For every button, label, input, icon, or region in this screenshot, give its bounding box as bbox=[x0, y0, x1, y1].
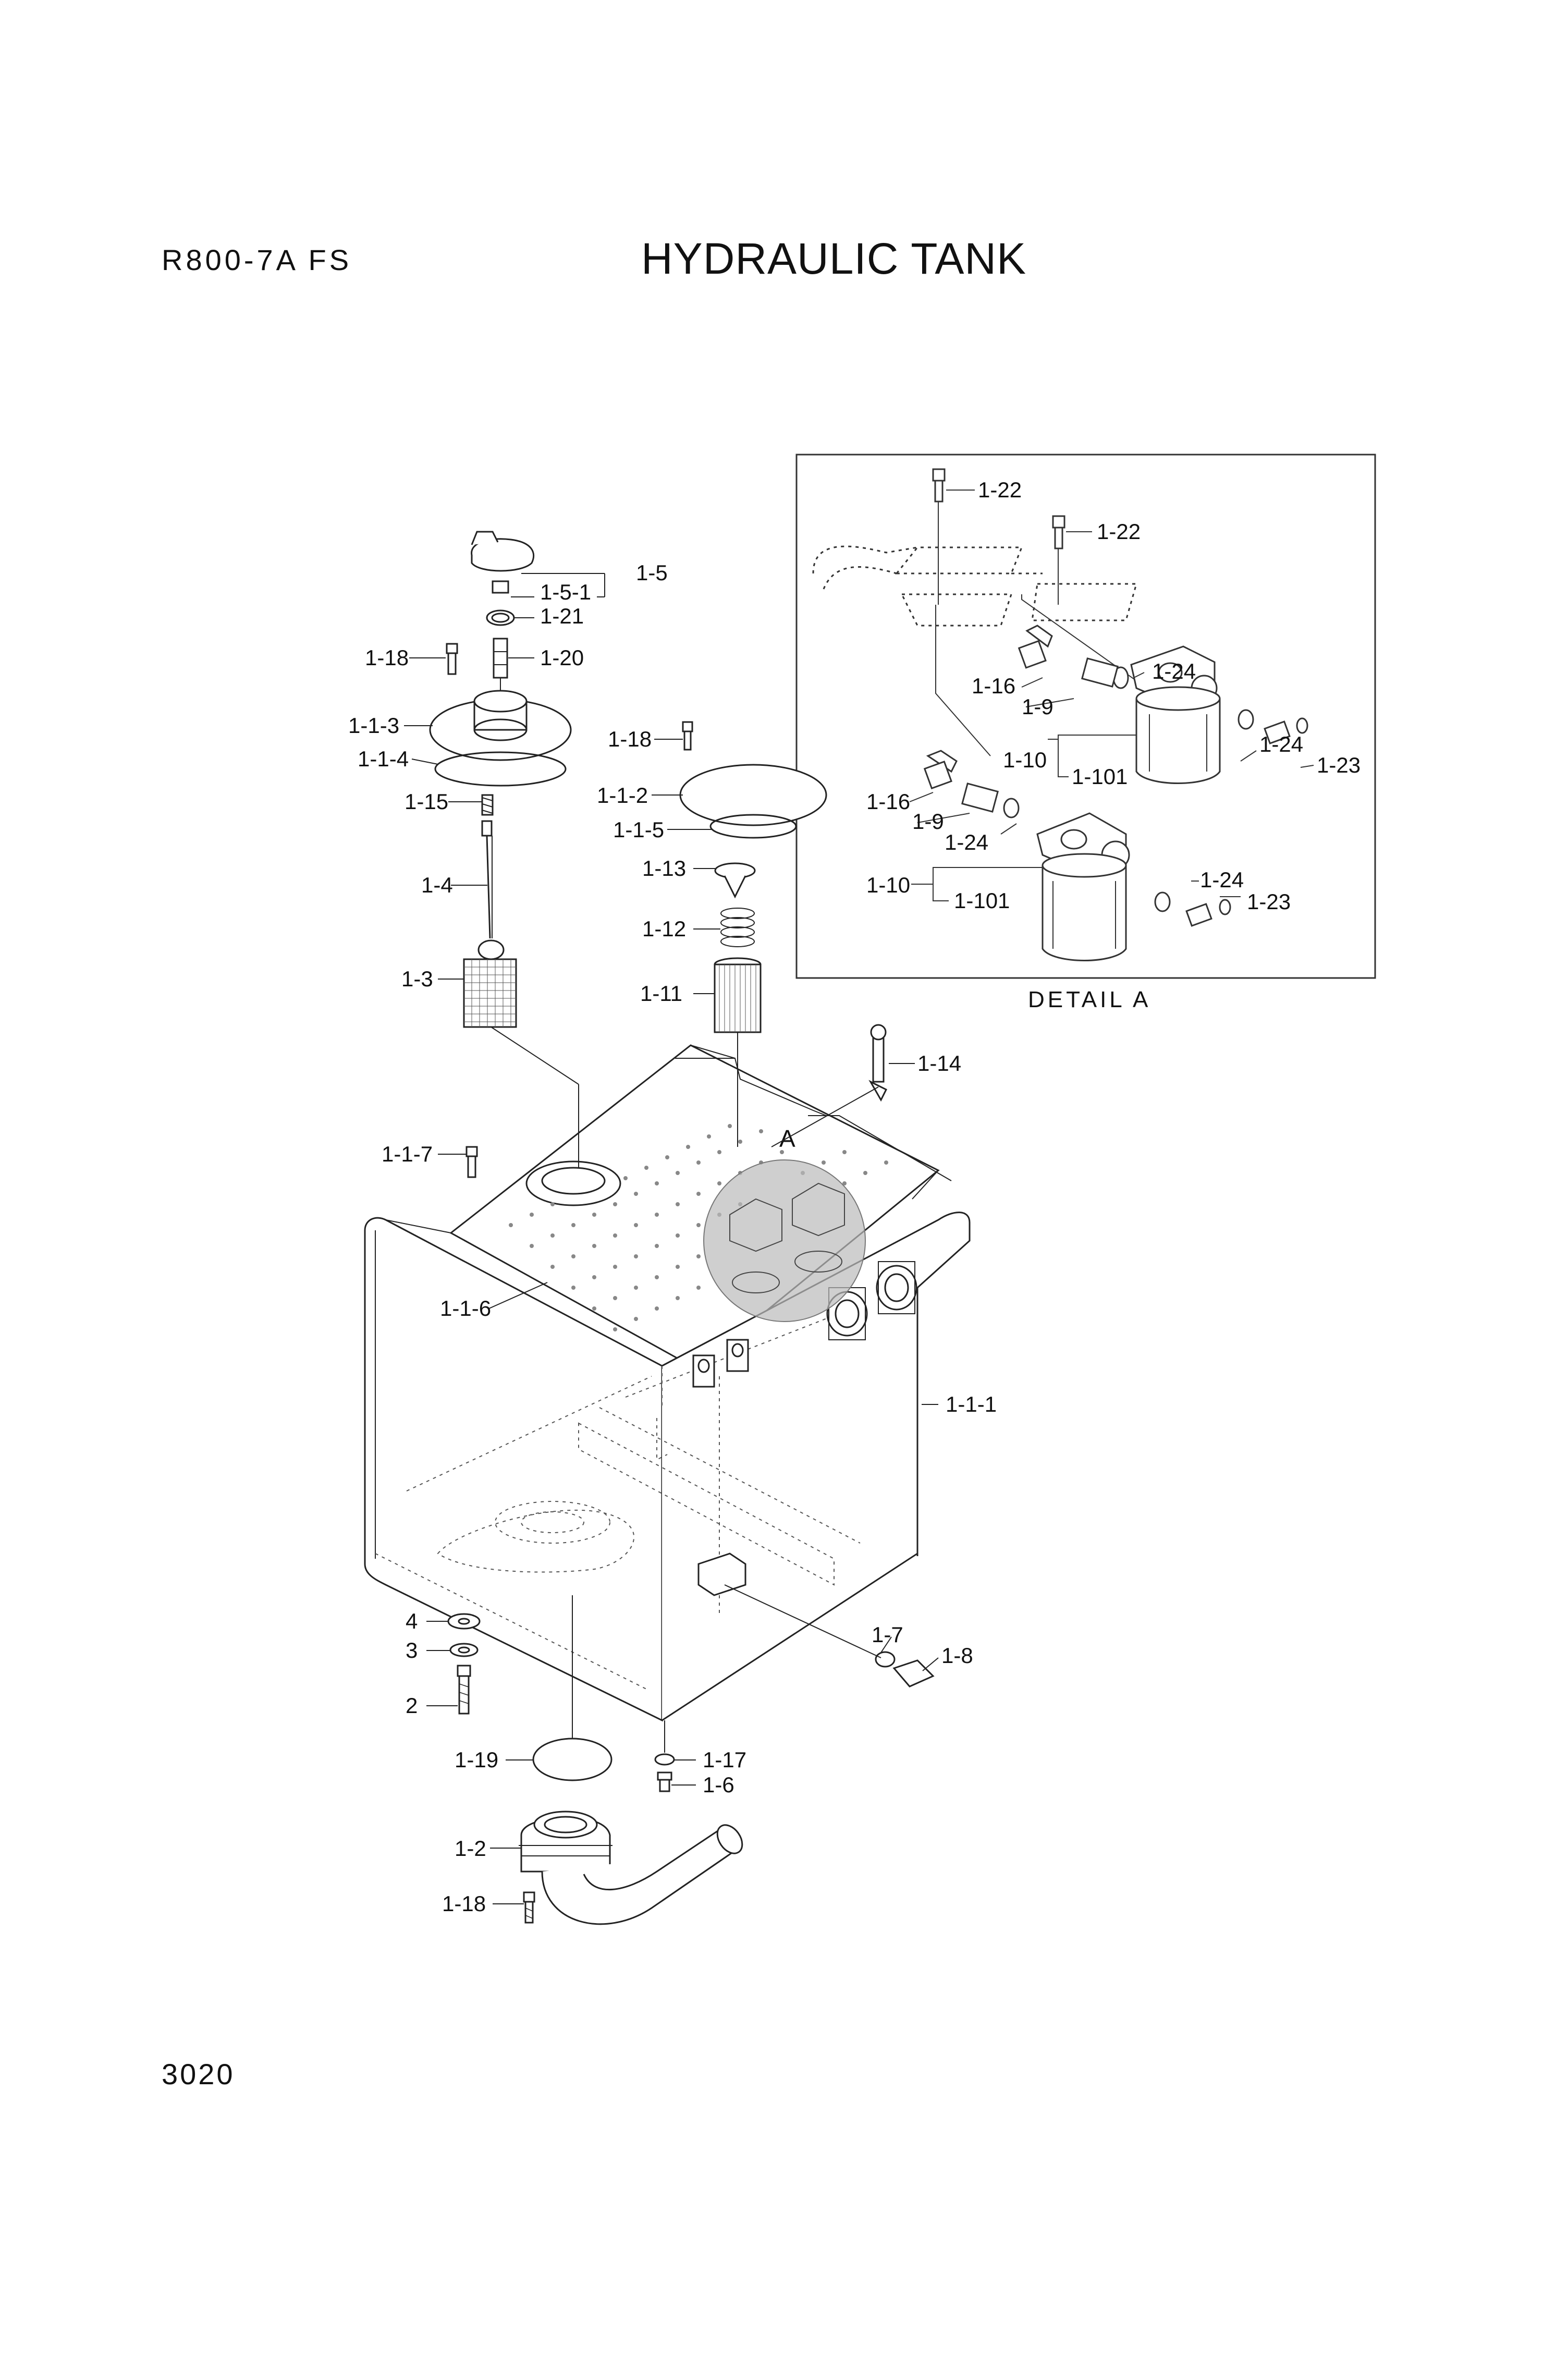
callout-label-1-5: 1-5 bbox=[636, 560, 668, 585]
callout-label-1-15: 1-15 bbox=[405, 789, 448, 814]
callout-label-d-1-23b: 1-23 bbox=[1247, 889, 1291, 914]
callout-label-d-1-22b: 1-22 bbox=[1097, 519, 1141, 544]
callout-label-d-1-16b: 1-16 bbox=[866, 789, 910, 814]
detail-a-circle bbox=[703, 1159, 866, 1322]
callout-label-1-6: 1-6 bbox=[703, 1772, 734, 1797]
page-title: HYDRAULIC TANK bbox=[641, 234, 1027, 283]
callout-label-1-1-2: 1-1-2 bbox=[597, 783, 648, 808]
callout-label-4: 4 bbox=[406, 1609, 418, 1633]
callout-label-d-1-22a: 1-22 bbox=[978, 478, 1022, 502]
callout-label-1-4: 1-4 bbox=[421, 873, 453, 897]
callout-label-1-11: 1-11 bbox=[640, 981, 682, 1006]
callout-label-1-3: 1-3 bbox=[401, 967, 433, 991]
detail-a-caption: DETAIL A bbox=[1028, 987, 1151, 1012]
callout-label-1-18c: 1-18 bbox=[442, 1891, 486, 1916]
callout-label-1-18a: 1-18 bbox=[365, 645, 409, 670]
callout-label-d-1-23a: 1-23 bbox=[1317, 753, 1361, 777]
callout-label-1-1-4: 1-1-4 bbox=[358, 747, 409, 771]
callout-labels: 1-5 1-5-11-21 1-18 1-20 1-1-3 1-1-4 1-15 1-4 1-3… bbox=[348, 478, 1361, 1916]
main-assembly-artwork: A bbox=[364, 531, 971, 1925]
callout-label-1-19: 1-19 bbox=[455, 1747, 498, 1772]
callout-label-d-1-9b: 1-9 bbox=[912, 809, 944, 834]
callout-label-d-1-16a: 1-16 bbox=[972, 674, 1015, 698]
callout-label-1-17: 1-17 bbox=[703, 1747, 746, 1772]
callout-label-1-12: 1-12 bbox=[642, 916, 686, 941]
callout-label-d-1-24a: 1-24 bbox=[1152, 659, 1196, 683]
callout-label-d-1-10b: 1-10 bbox=[866, 873, 910, 897]
page-number: 3020 bbox=[162, 2058, 235, 2090]
callout-label-1-2: 1-2 bbox=[455, 1836, 486, 1861]
callout-label-d-1-101a: 1-101 bbox=[1072, 764, 1128, 789]
model-code: R800-7A FS bbox=[162, 243, 352, 276]
callout-label-d-1-10a: 1-10 bbox=[1003, 748, 1047, 772]
callout-label-1-18b: 1-18 bbox=[608, 727, 652, 751]
callout-label-2: 2 bbox=[406, 1693, 418, 1718]
detail-a-frame bbox=[795, 454, 1376, 979]
callout-label-3: 3 bbox=[406, 1638, 418, 1662]
callout-label-1-20: 1-20 bbox=[540, 645, 584, 670]
callout-label-1-7: 1-7 bbox=[872, 1622, 903, 1647]
callout-label-d-1-24c: 1-24 bbox=[945, 830, 988, 854]
callout-label-d-1-24b: 1-24 bbox=[1259, 732, 1303, 756]
callout-label-1-1-5: 1-1-5 bbox=[613, 817, 664, 842]
callout-label-1-13: 1-13 bbox=[642, 856, 686, 881]
callout-label-1-21: 1-21 bbox=[540, 604, 584, 628]
callout-label-1-5-1: 1-5-1 bbox=[540, 580, 591, 604]
callout-label-1-14: 1-14 bbox=[917, 1051, 961, 1075]
callout-label-1-8: 1-8 bbox=[941, 1643, 973, 1668]
callout-label-1-1-7: 1-1-7 bbox=[382, 1142, 433, 1166]
callout-label-d-1-9a: 1-9 bbox=[1022, 694, 1054, 719]
detail-a-artwork bbox=[812, 468, 1314, 961]
callout-label-d-1-101b: 1-101 bbox=[954, 888, 1010, 913]
callout-label-1-1-1: 1-1-1 bbox=[946, 1392, 997, 1416]
callout-label-1-1-3: 1-1-3 bbox=[348, 713, 399, 738]
callout-label-d-1-24d: 1-24 bbox=[1200, 867, 1244, 892]
callout-label-1-1-6: 1-1-6 bbox=[440, 1296, 491, 1321]
